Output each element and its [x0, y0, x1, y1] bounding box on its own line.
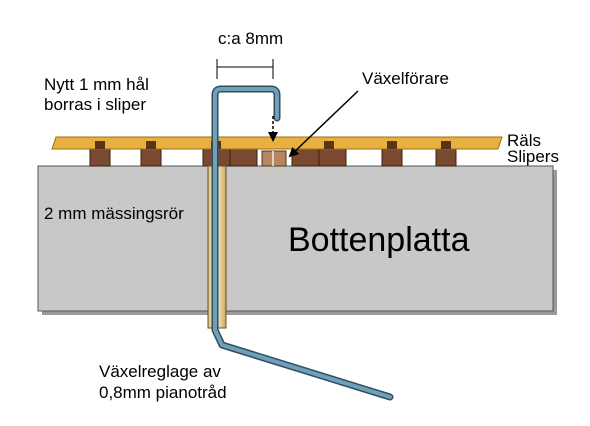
rail-chair — [95, 141, 105, 149]
sleeper — [140, 147, 162, 167]
control-label-line2: 0,8mm pianotråd — [99, 383, 227, 402]
control-label-line1: Växelreglage av — [99, 362, 221, 381]
rail-chair — [324, 141, 334, 149]
base-plate — [37, 165, 554, 312]
piano-wire-highlight — [213, 87, 392, 399]
new-hole-label-line1: Nytt 1 mm hål — [44, 75, 149, 94]
sleeper — [381, 147, 403, 167]
rail — [51, 136, 503, 150]
dimension-label: c:a 8mm — [218, 29, 283, 48]
rail-label: Räls — [507, 131, 541, 150]
switch-driver-leader — [288, 90, 359, 158]
switch-driver-label: Växelförare — [362, 69, 449, 88]
sleeper — [318, 147, 347, 167]
sleeper — [229, 147, 258, 167]
rail-chair — [441, 141, 451, 149]
dimension-marker — [216, 59, 274, 79]
rail-chair — [387, 141, 397, 149]
brass-tube-label: 2 mm mässingsrör — [44, 204, 184, 223]
sleepers-label: Slipers — [507, 147, 559, 166]
sleeper — [89, 147, 111, 167]
sleeper — [435, 147, 457, 167]
rail-chair — [146, 141, 156, 149]
new-hole-label-line2: borras i sliper — [44, 95, 146, 114]
base-plate-label: Bottenplatta — [288, 221, 470, 259]
